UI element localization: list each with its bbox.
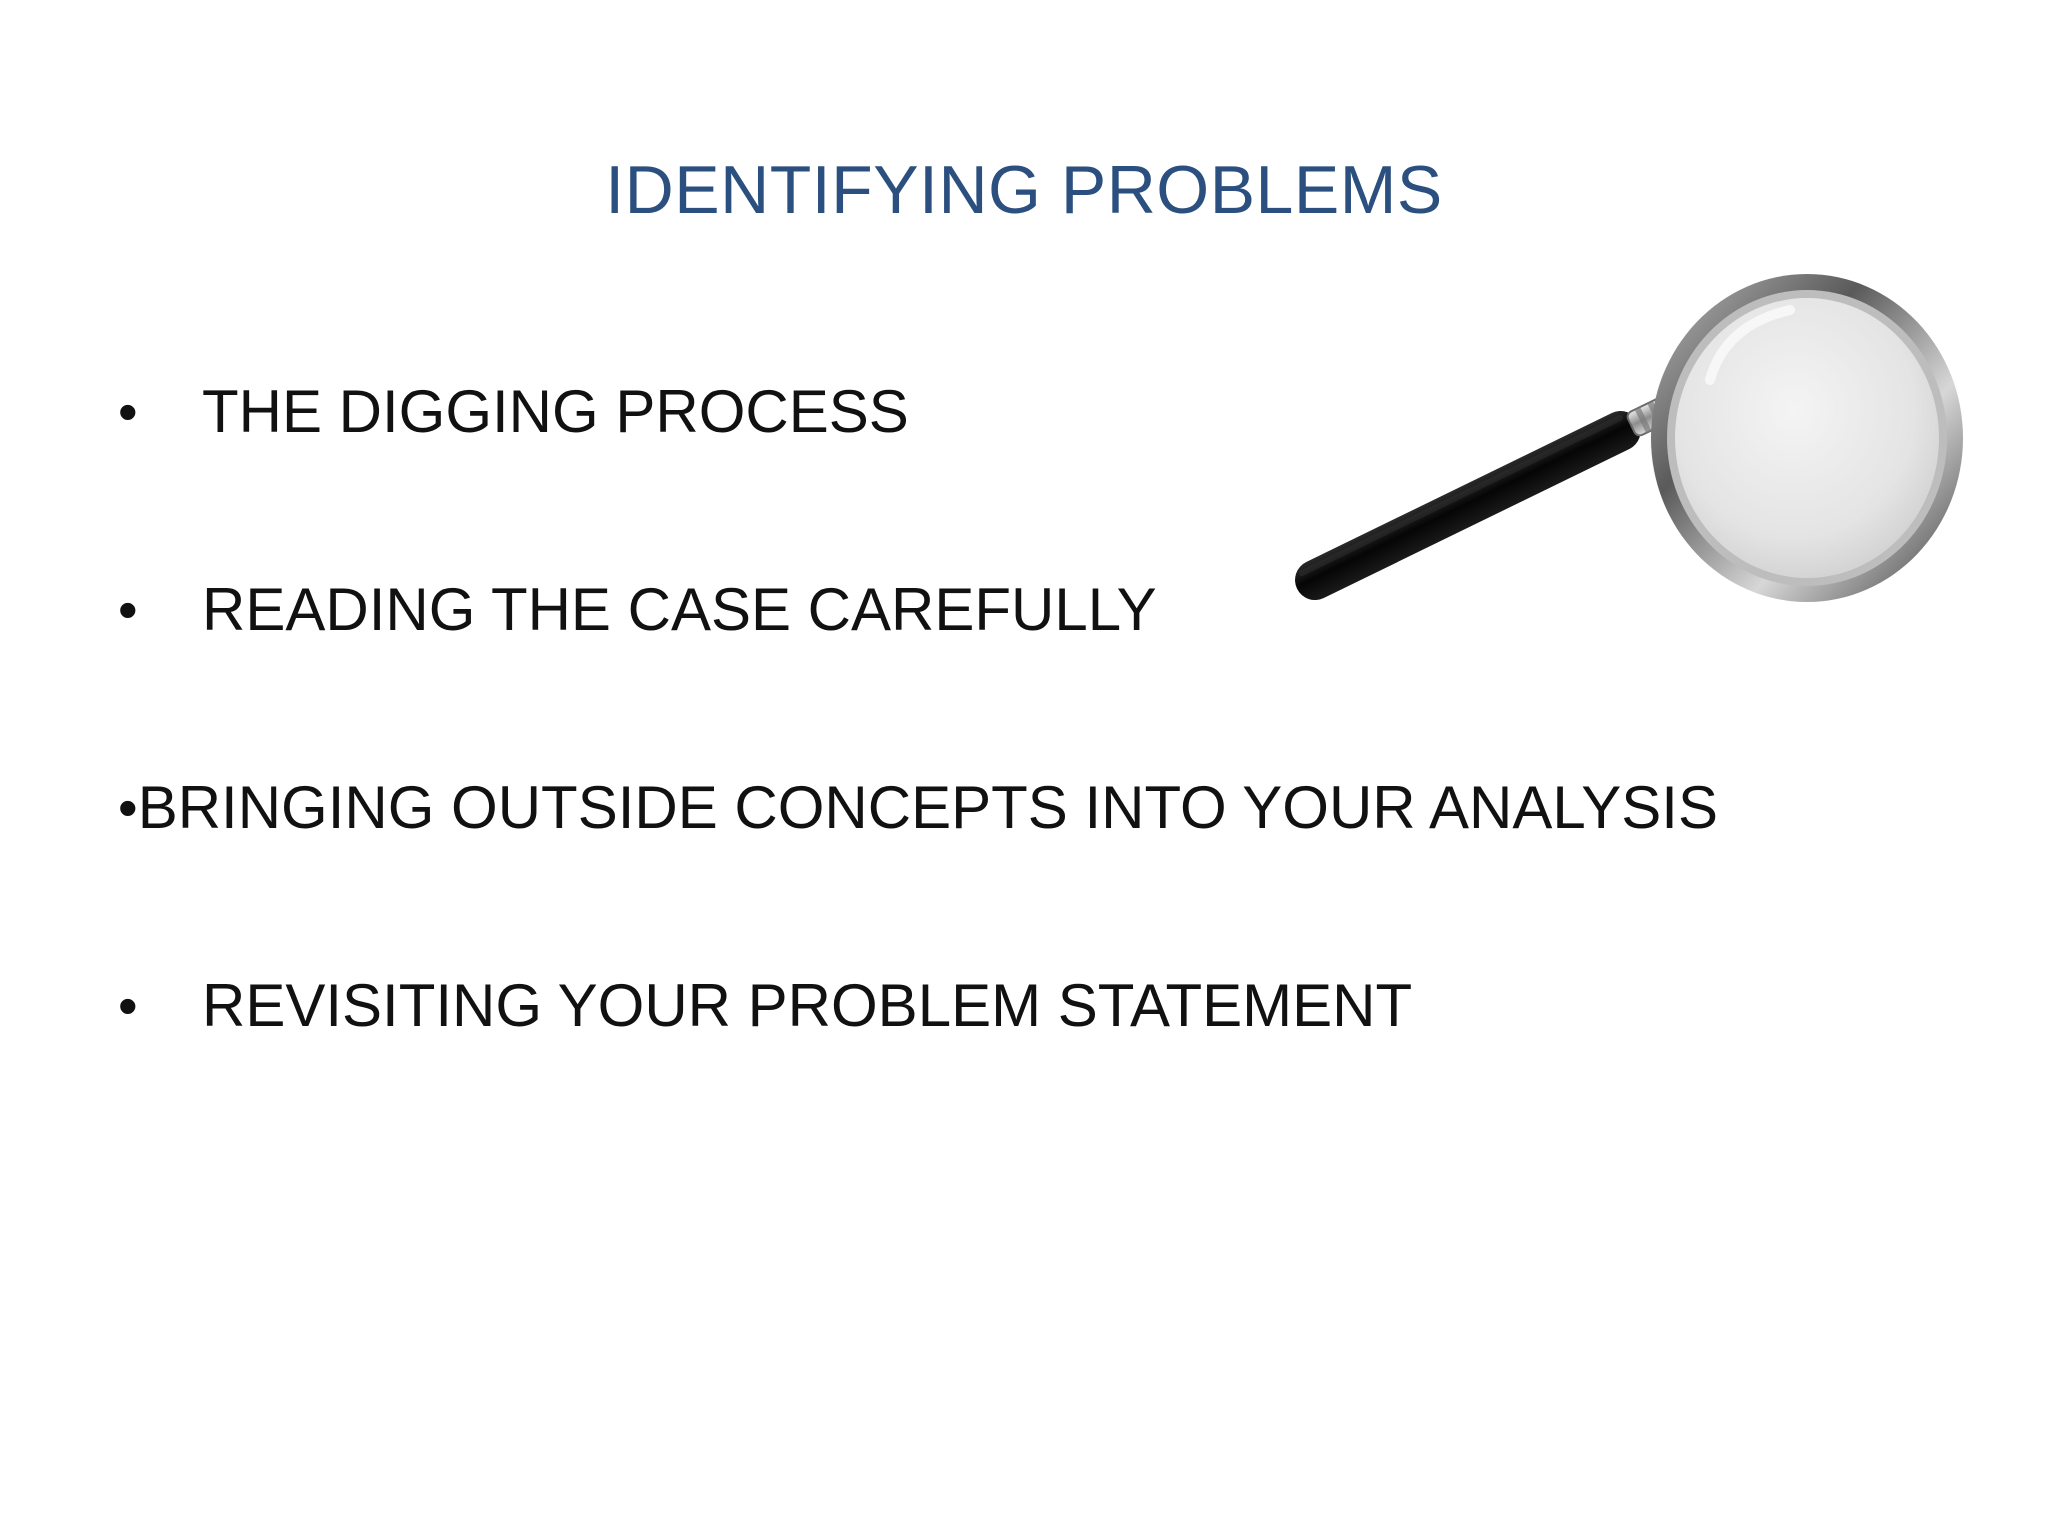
list-item: • THE DIGGING PROCESS — [118, 372, 1718, 570]
slide-title: IDENTIFYING PROBLEMS — [605, 152, 1443, 228]
bullet-text: THE DIGGING PROCESS — [202, 378, 909, 445]
bullet-marker: • — [118, 380, 138, 443]
lens-glass — [1675, 298, 1939, 578]
ferrule-ridge — [1634, 407, 1652, 434]
handle — [1295, 410, 1641, 601]
magnifying-glass-icon — [1295, 274, 1963, 602]
bullet-text: BRINGING OUTSIDE CONCEPTS INTO YOUR ANAL… — [137, 774, 1718, 841]
list-item: • BRINGING OUTSIDE CONCEPTS INTO YOUR AN… — [118, 768, 1718, 966]
lens-reflection — [1705, 305, 1795, 385]
bullet-text: REVISITING YOUR PROBLEM STATEMENT — [202, 972, 1413, 1039]
bullet-list: • THE DIGGING PROCESS • READING THE CASE… — [118, 372, 1718, 1164]
bullet-marker: • — [118, 776, 138, 839]
handle-grip — [1295, 410, 1641, 601]
list-item: • READING THE CASE CAREFULLY — [118, 570, 1718, 768]
list-item: • REVISITING YOUR PROBLEM STATEMENT — [118, 966, 1718, 1164]
bullet-text: READING THE CASE CAREFULLY — [202, 576, 1157, 643]
bullet-marker: • — [118, 578, 138, 641]
bullet-marker: • — [118, 974, 138, 1037]
handle-highlight — [1298, 415, 1623, 577]
